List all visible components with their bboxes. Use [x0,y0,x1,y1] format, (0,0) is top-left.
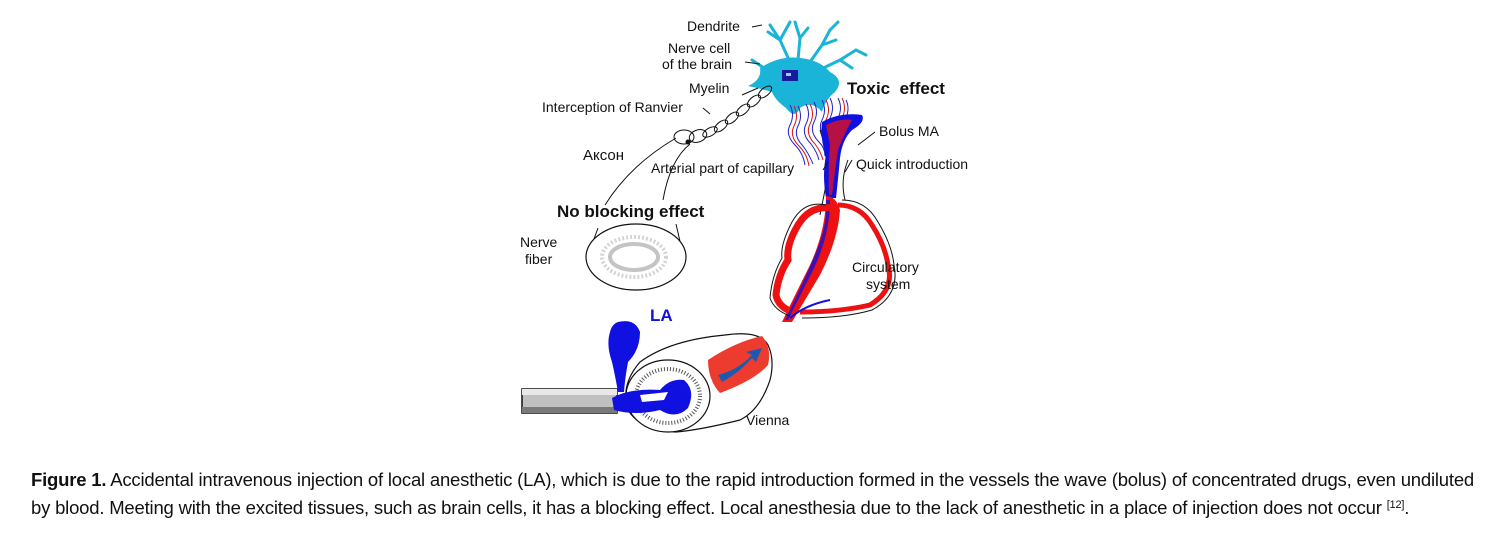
leader-lines [702,24,876,173]
label-toxic-effect: Toxic effect [847,79,945,98]
figure-caption: Figure 1. Accidental intravenous injecti… [31,466,1476,522]
blood-vessel [769,114,896,322]
label-nerve-fiber-line1: Nerve [520,234,558,250]
caption-citation: [12] [1386,499,1405,511]
label-axon: Аксон [583,147,624,164]
label-nerve-fiber-line2: fiber [525,251,553,267]
label-dendrite: Dendrite [687,18,740,34]
myelin-chain [604,85,773,206]
label-quick-introduction: Quick introduction [856,156,968,172]
label-ranvier: Interception of Ranvier [542,99,683,115]
label-nerve-cell-line1: Nerve cell [668,40,730,56]
caption-figure-label: Figure 1. [31,469,107,490]
label-myelin: Myelin [689,80,729,96]
caption-text: Accidental intravenous injection of loca… [31,469,1475,518]
label-circulatory-line2: system [866,276,910,292]
diagram-figure: Dendrite Nerve cell of the brain Myelin … [520,18,968,433]
cell-body [748,57,839,114]
label-circulatory-line1: Circulatory [852,259,919,275]
label-no-blocking-effect: No blocking effect [557,202,705,221]
label-arterial-capillary: Arterial part of capillary [651,160,794,176]
label-la: LA [650,306,673,325]
neuron-cell [748,20,868,114]
injection-site [521,321,773,433]
caption-end: . [1404,497,1410,518]
label-bolus-ma: Bolus MA [879,123,940,139]
label-nerve-cell-line2: of the brain [662,56,732,72]
label-vienna: Vienna [746,412,790,428]
capillary-bundle [787,97,849,167]
la-drop [608,321,640,392]
nerve-fiber [585,223,687,291]
